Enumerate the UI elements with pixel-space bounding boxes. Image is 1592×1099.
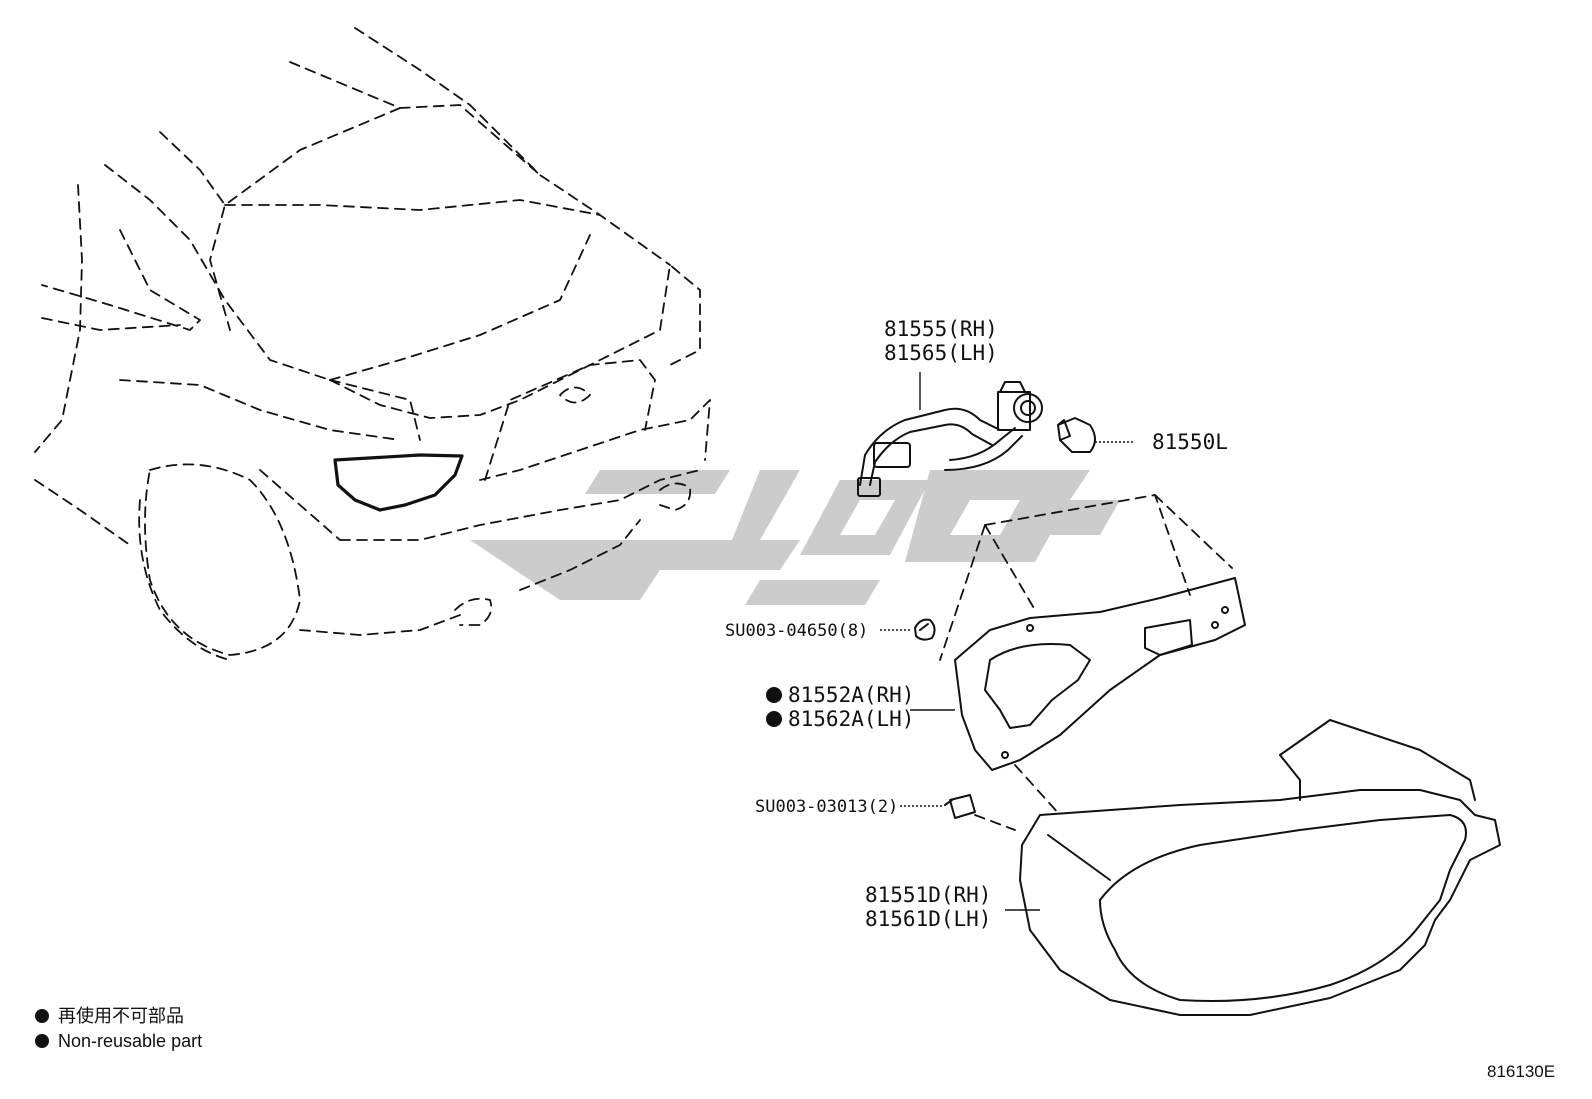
legend-jp: 再使用不可部品 [58, 1006, 184, 1026]
legend-en: Non-reusable part [58, 1031, 202, 1051]
clip [914, 618, 936, 641]
assembly-lines [939, 494, 1233, 831]
legend: 再使用不可部品 Non-reusable part [35, 1006, 202, 1051]
socket-wire-harness [857, 381, 1043, 497]
callout-bulb: 81550L [1152, 430, 1228, 454]
screw [944, 794, 976, 819]
callout-gasket-lh: 81562A(LH) [788, 707, 914, 731]
diagram-code: 816130E [1487, 1062, 1555, 1081]
watermark-logo [470, 470, 1120, 605]
leader-lines [910, 372, 1040, 911]
callout-harness-rh: 81555(RH) [884, 317, 998, 341]
non-reusable-bullet [766, 687, 782, 703]
vehicle-outline [34, 27, 711, 661]
callout-screw: SU003-03013(2) [755, 797, 898, 817]
callout-gasket-rh: 81552A(RH) [788, 683, 914, 707]
lamp-gasket [954, 577, 1246, 771]
callout-lamp-lh: 81561D(LH) [865, 907, 991, 931]
legend-bullet [35, 1034, 49, 1048]
tail-lamp [1019, 719, 1501, 1016]
callout-lamp-rh: 81551D(RH) [865, 883, 991, 907]
callout-clip: SU003-04650(8) [725, 621, 868, 641]
callout-harness-lh: 81565(LH) [884, 341, 998, 365]
bulb [1057, 417, 1096, 453]
non-reusable-bullet [766, 711, 782, 727]
legend-bullet [35, 1009, 49, 1023]
